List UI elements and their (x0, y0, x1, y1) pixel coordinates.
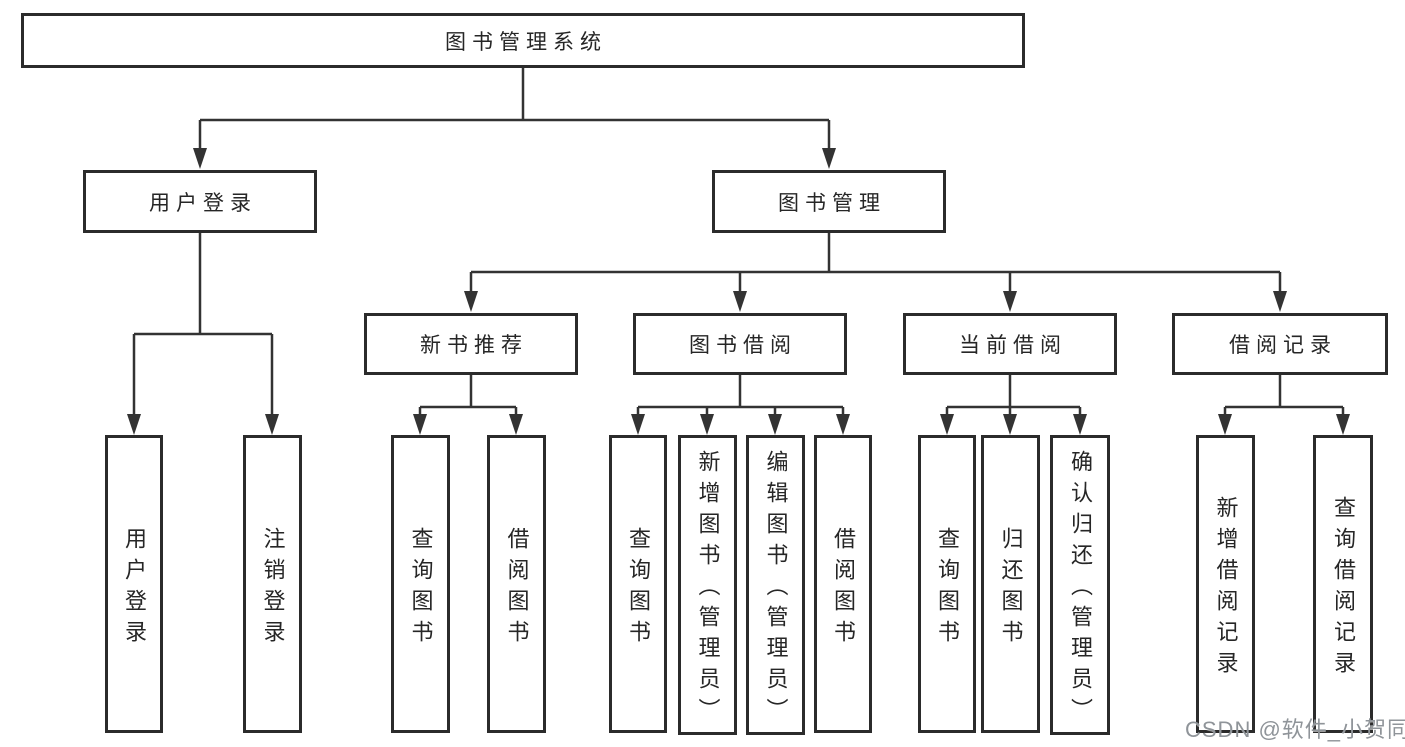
arrow-down-icon (1218, 414, 1232, 435)
leaf-query-books-recommend: 查询图书 (391, 435, 450, 733)
arrow-down-icon (1073, 414, 1087, 435)
leaf-confirm-return-admin: 确认归还（管理员） (1050, 435, 1110, 735)
leaf-query-books-borrowing: 查询图书 (609, 435, 667, 733)
leaf-borrow-books: 借阅图书 (814, 435, 872, 733)
leaf-user-login: 用户登录 (105, 435, 163, 733)
arrow-down-icon (1003, 414, 1017, 435)
watermark-text: CSDN @软件_小贺同学 (1185, 717, 1405, 742)
leaf-query-borrow-record: 查询借阅记录 (1313, 435, 1373, 733)
arrow-down-icon (700, 414, 714, 435)
arrow-down-icon (1273, 291, 1287, 312)
connector-borrow-records-split (1218, 375, 1350, 435)
arrow-down-icon (940, 414, 954, 435)
node-borrowing-records: 借阅记录 (1172, 313, 1388, 375)
connector-root-split (193, 68, 836, 169)
leaf-return-books: 归还图书 (981, 435, 1040, 733)
leaf-query-books-current: 查询图书 (918, 435, 976, 733)
connector-user-login-split (127, 233, 279, 435)
node-book-management: 图书管理 (712, 170, 946, 233)
node-user-login: 用户登录 (83, 170, 317, 233)
arrow-down-icon (1336, 414, 1350, 435)
arrow-down-icon (127, 414, 141, 435)
node-current-borrowing: 当前借阅 (903, 313, 1117, 375)
arrow-down-icon (631, 414, 645, 435)
connector-new-book-split (413, 375, 523, 435)
node-library-management-system: 图书管理系统 (21, 13, 1025, 68)
arrow-down-icon (768, 414, 782, 435)
arrow-down-icon (836, 414, 850, 435)
arrow-down-icon (265, 414, 279, 435)
node-book-borrowing: 图书借阅 (633, 313, 847, 375)
arrow-down-icon (193, 148, 207, 169)
connector-current-borrowing-split (940, 375, 1087, 435)
leaf-add-borrow-record: 新增借阅记录 (1196, 435, 1255, 733)
node-new-book-recommendation: 新书推荐 (364, 313, 578, 375)
leaf-logout: 注销登录 (243, 435, 302, 733)
connector-book-management-split (464, 233, 1287, 312)
arrow-down-icon (464, 291, 478, 312)
leaf-add-books-admin: 新增图书（管理员） (678, 435, 737, 735)
leaf-edit-books-admin: 编辑图书（管理员） (746, 435, 805, 735)
leaf-borrow-books-recommend: 借阅图书 (487, 435, 546, 733)
arrow-down-icon (822, 148, 836, 169)
arrow-down-icon (733, 291, 747, 312)
arrow-down-icon (413, 414, 427, 435)
connector-book-borrowing-split (631, 375, 850, 435)
arrow-down-icon (509, 414, 523, 435)
arrow-down-icon (1003, 291, 1017, 312)
